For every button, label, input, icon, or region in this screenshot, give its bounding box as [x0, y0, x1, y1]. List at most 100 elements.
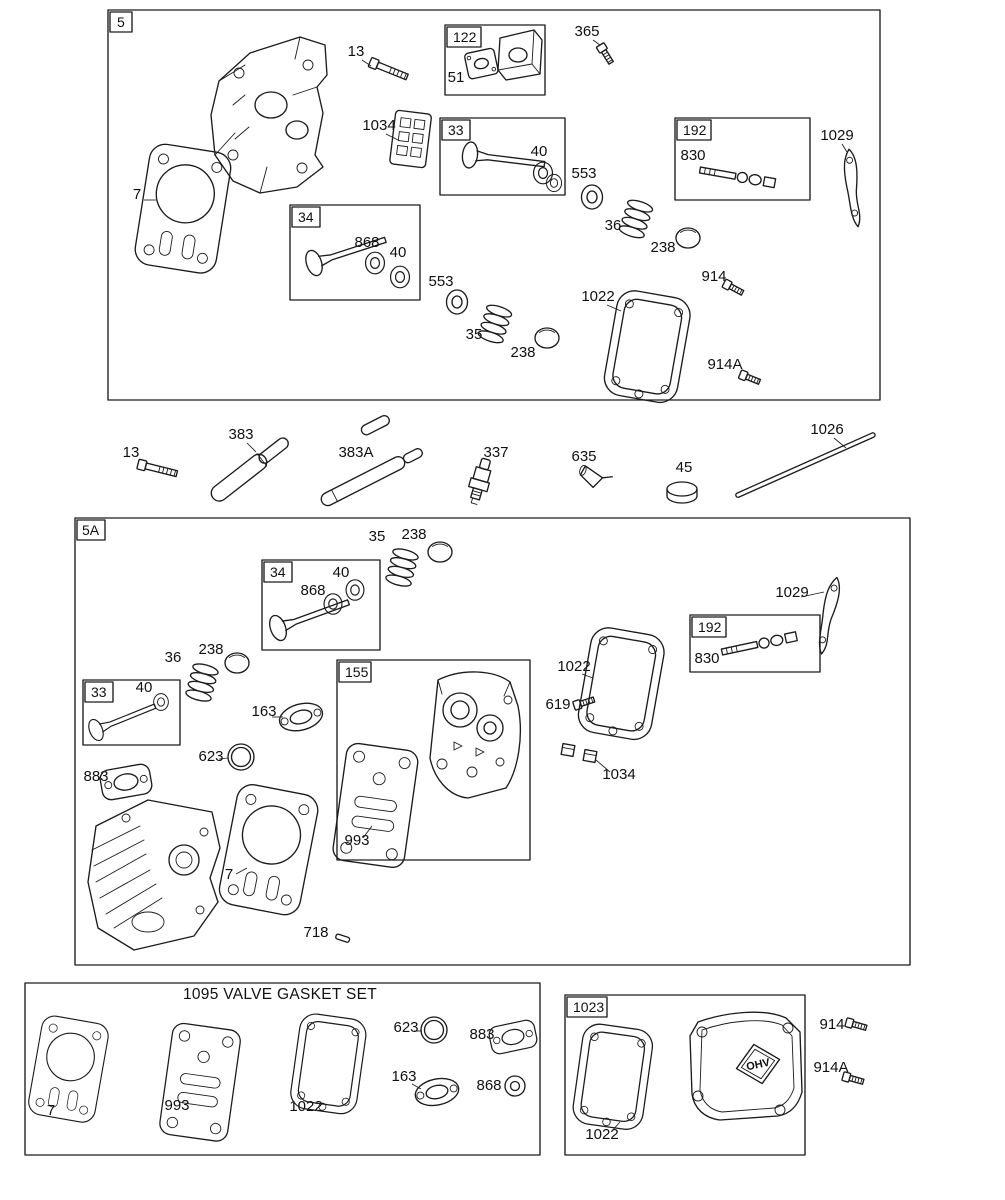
plate-gasket-993-drawing-s5a — [330, 741, 420, 870]
spring-35-drawing-s5a — [384, 546, 420, 589]
screw-619-drawing — [571, 694, 597, 711]
seal-553-a-drawing — [580, 184, 604, 210]
box-33-tagbox-s5a — [84, 681, 114, 703]
callout-7-s5: 7 — [133, 186, 141, 203]
box-34-tagbox-s5a — [263, 561, 293, 583]
box-33-frame-s5a — [82, 679, 181, 746]
callout-830-s5: 830 — [680, 147, 705, 164]
cover-gasket-1022-drawing-cover — [570, 1021, 656, 1133]
callout-163-gs: 163 — [391, 1068, 416, 1085]
callout-553-a: 553 — [571, 165, 596, 182]
group-34-s5: 34 868 40 — [289, 204, 421, 301]
box-155-frame — [336, 659, 531, 861]
seal-40-b-drawing-s5a — [153, 693, 169, 711]
callout-13-mid: 13 — [123, 444, 140, 461]
section-5a-tag: 5A — [82, 522, 100, 538]
box-33-tagbox-s5 — [441, 119, 471, 141]
cover-gasket-1022-drawing-s5 — [600, 287, 694, 406]
callout-914a-s5: 914A — [707, 356, 742, 373]
callout-7-gs: 7 — [47, 1102, 55, 1119]
nut-1034-a-drawing — [560, 742, 576, 758]
callout-914-s5: 914 — [701, 268, 726, 285]
callout-623-gs: 623 — [393, 1019, 418, 1036]
gasket-set-title: 1095 VALVE GASKET SET — [183, 986, 377, 1003]
box-34-tagbox-s5 — [291, 206, 321, 228]
spring-36-drawing-s5a — [184, 661, 220, 704]
spacer-122-drawing — [497, 29, 543, 81]
callout-914-cover: 914 — [819, 1016, 844, 1033]
callout-51: 51 — [448, 69, 465, 86]
seal-40-a-drawing-s5a — [345, 579, 365, 601]
cap-45-drawing — [666, 481, 698, 504]
group-155: 155 993 — [330, 659, 531, 870]
callout-868-gs: 868 — [476, 1077, 501, 1094]
head-gasket-7-drawing-gs — [26, 1013, 111, 1125]
screw-914-drawing-s5 — [721, 278, 746, 298]
callout-1034-s5a: 1034 — [602, 766, 635, 783]
push-rod-1026-drawing — [735, 432, 876, 498]
cylinder-head-bottom-drawing — [87, 799, 221, 951]
plate-gasket-993-drawing-gs — [157, 1021, 243, 1144]
valve-33-drawing-s5a — [85, 695, 160, 744]
leader-993-s5a — [362, 825, 373, 839]
callout-13-s5: 13 — [348, 43, 365, 60]
seal-553-b-drawing — [445, 289, 469, 315]
callout-238-b-s5: 238 — [510, 344, 535, 361]
callout-868-s5a: 868 — [300, 582, 325, 599]
box-155-tagbox — [338, 661, 372, 683]
valve-cover-box: 1023 1022 OHV 914 914A — [564, 994, 869, 1156]
seal-868-drawing-gs — [504, 1075, 526, 1097]
callout-1034-s5: 1034 — [362, 117, 395, 134]
screw-365-drawing — [595, 41, 616, 66]
leader-383 — [246, 442, 257, 453]
group-34-s5a: 34 40 868 — [261, 559, 381, 651]
oring-623-drawing-s5a — [227, 743, 255, 771]
valve-cover-drawing: OHV — [689, 1011, 803, 1121]
cover-frame — [564, 994, 806, 1156]
callout-635: 635 — [571, 448, 596, 465]
callout-238-a-s5a: 238 — [401, 526, 426, 543]
callout-623-s5a: 623 — [198, 748, 223, 765]
callout-1022-s5a: 1022 — [557, 658, 590, 675]
screw-914-drawing-cover — [844, 1016, 869, 1033]
callout-192-s5: 192 — [683, 122, 707, 138]
box-122-frame — [444, 24, 546, 96]
callout-383: 383 — [228, 426, 253, 443]
flange-883-drawing-gs — [487, 1018, 539, 1056]
cap-238-b-drawing-s5a — [224, 652, 250, 674]
callout-619: 619 — [545, 696, 570, 713]
leader-1034-s5a — [595, 759, 611, 773]
leader-1022-s5 — [606, 304, 622, 312]
callout-993-gs: 993 — [164, 1097, 189, 1114]
leader-623-s5a — [218, 757, 229, 760]
callout-155: 155 — [345, 664, 369, 680]
leader-7-s5a — [235, 867, 248, 875]
plate-1034-drawing — [389, 109, 432, 169]
flange-163-drawing-s5a — [275, 698, 327, 736]
leader-1026 — [833, 437, 847, 449]
section-5a: 5A 35 238 34 40 868 1029 192 830 — [74, 517, 911, 966]
section-5-tag: 5 — [117, 14, 125, 30]
seal-40-drawing-a-s5 — [532, 161, 554, 185]
rocker-plate-155-drawing — [429, 671, 521, 799]
section-5a-tagbox — [76, 519, 106, 541]
callout-35-s5: 35 — [466, 326, 483, 343]
callout-40-b-s5a: 40 — [136, 679, 153, 696]
ohv-logo-text: OHV — [745, 1056, 771, 1073]
callout-1022-cover: 1022 — [585, 1126, 618, 1143]
leader-1034-s5 — [385, 133, 399, 141]
callout-383a: 383A — [338, 444, 373, 461]
cap-238-a-drawing-s5a — [427, 541, 453, 563]
callout-7-s5a: 7 — [225, 866, 233, 883]
box-192-frame-s5 — [674, 117, 811, 201]
callout-34-s5a: 34 — [270, 564, 286, 580]
box-192-tagbox-s5 — [676, 119, 712, 141]
breather-383-drawing — [210, 437, 289, 502]
head-gasket-7-drawing-s5a — [216, 781, 322, 919]
callout-192-s5a: 192 — [698, 619, 722, 635]
cap-238-a-drawing-s5 — [675, 227, 701, 249]
callout-868-s5: 868 — [354, 234, 379, 251]
callout-1023: 1023 — [573, 999, 604, 1015]
